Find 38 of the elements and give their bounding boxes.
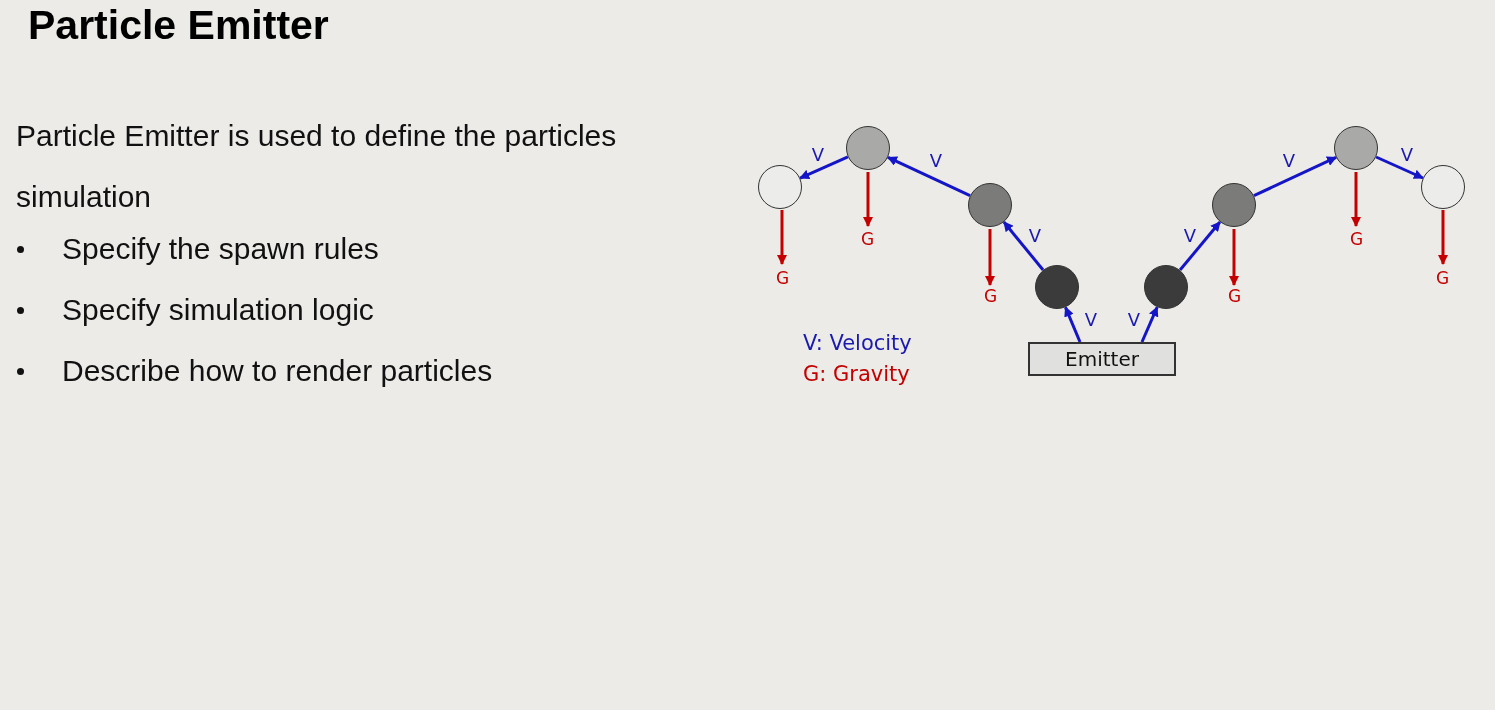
edge-label: V [1399,146,1415,164]
particle-circle [1212,183,1256,227]
gravity-label: G [861,231,875,248]
velocity-arrow [1140,306,1159,343]
edge-label: V [1027,227,1043,245]
particle-circle [1334,126,1378,170]
velocity-arrow [799,155,849,180]
legend-text: V: Velocity [803,333,912,354]
edge-label: V [1281,152,1297,170]
gravity-label: G [1436,270,1450,287]
particle-circle [1035,265,1079,309]
gravity-label: G [1228,288,1242,305]
velocity-arrow [1064,306,1082,343]
bullet-text: Specify the spawn rules [62,231,379,267]
edge-label: V [1083,311,1099,329]
particle-circle [968,183,1012,227]
particle-circle [846,126,890,170]
edge-label: V [810,146,826,164]
title: Particle Emitter [28,2,329,49]
edge-label: V [928,152,944,170]
bullet-text: Specify simulation logic [62,292,374,328]
gravity-label: G [776,270,790,287]
particle-circle [758,165,802,209]
velocity-arrow [887,155,971,198]
bullet-text: Describe how to render particles [62,353,493,389]
emitter-box: Emitter [1028,342,1176,376]
paragraph: Particle Emitter is used to define the particles simulation [16,118,618,215]
legend-text: G: Gravity [803,364,910,385]
velocity-arrow [1375,155,1424,180]
velocity-arrow [1253,155,1337,198]
particle-circle [1421,165,1465,209]
velocity-arrow [1002,221,1045,271]
edge-label: V [1182,227,1198,245]
velocity-arrow [1178,220,1222,272]
particle-circle [1144,265,1188,309]
gravity-label: G [984,288,998,305]
edge-label: V [1126,311,1142,329]
gravity-label: G [1350,231,1364,248]
